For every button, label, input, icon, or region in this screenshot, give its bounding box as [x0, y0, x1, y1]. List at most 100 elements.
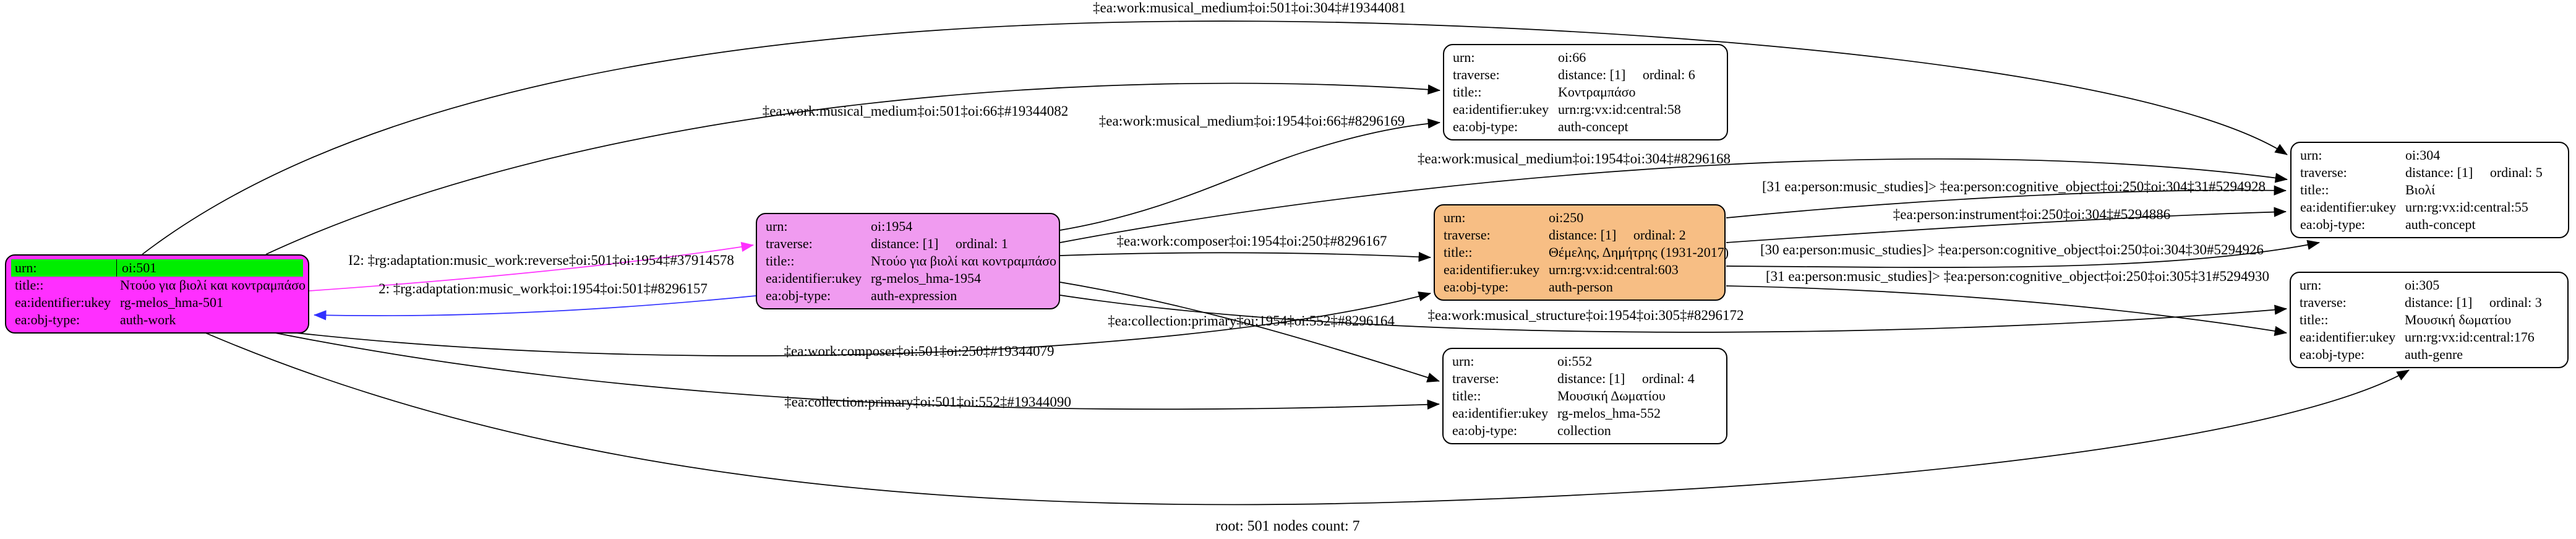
node-row-traverse: traverse: distance: [1] ordinal: 1 [757, 235, 1059, 252]
field-key: ea:obj-type: [766, 288, 831, 303]
node-row-title: title::Ντούο για βιολί και κοντραμπάσο [6, 277, 308, 294]
node-oi-1954: urn: oi:1954 traverse: distance: [1] ordin… [756, 213, 1060, 309]
edge-label-cognitive-object-250-304-31: [31 ea:person:music_studies]> ‡ea:person… [1762, 179, 2266, 194]
edge-label-musical-medium-1954-66: ‡ea:work:musical_medium‡oi:1954‡oi:66‡#8… [1098, 113, 1405, 129]
edge-1954-501-adaptation [313, 295, 756, 321]
node-row-traverse: traverse:distance: [1] ordinal: 3 [2291, 294, 2567, 311]
node-oi-305: urn: oi:305 traverse:distance: [1] ordina… [2290, 272, 2569, 368]
node-row-title: title::Μουσική δωματίου [2291, 311, 2567, 329]
field-key: title:: [1444, 244, 1473, 260]
edge-1954-66-musical-medium [1059, 118, 1441, 231]
field-value: auth-person [1549, 279, 1613, 295]
field-value: distance: [1] ordinal: 1 [871, 236, 1008, 251]
node-oi-501: urn:oi:501 title::Ντούο για βιολί και κο… [5, 254, 309, 334]
edge-501-1954-adaptation-reverse [309, 241, 755, 291]
field-value: rg-melos_hma-552 [1557, 405, 1661, 421]
field-value: urn:rg:vx:id:central:55 [2405, 199, 2528, 215]
edge-label-musical-medium-1954-304: ‡ea:work:musical_medium‡oi:1954‡oi:304‡#… [1418, 151, 1731, 166]
node-row-title: title::Μουσική Δωματίου [1444, 387, 1726, 405]
field-value: auth-expression [871, 288, 957, 303]
edge-label-musical-medium-501-66: ‡ea:work:musical_medium‡oi:501‡oi:66‡#19… [762, 103, 1069, 119]
node-row-urn: urn:oi:552 [1444, 353, 1726, 370]
node-row-title: title::Βιολί [2291, 181, 2568, 199]
node-row-objtype: ea:obj-type: auth-expression [757, 287, 1059, 304]
edge-501-66-musical-medium [265, 82, 1441, 255]
field-value: rg-melos_hma-1954 [871, 270, 982, 286]
node-row-urn: urn:oi:66 [1444, 49, 1727, 66]
edge-501-305-musical-form [203, 332, 2410, 506]
node-row-title: title::Θέμελης, Δημήτρης (1931-2017) [1435, 244, 1729, 261]
field-key: title:: [2300, 182, 2329, 197]
node-row-traverse: traverse:distance: [1] ordinal: 4 [1444, 370, 1726, 387]
field-value: oi:250 [1549, 210, 1584, 225]
edge-501-250-composer [290, 291, 1431, 356]
field-key: ea:obj-type: [2300, 347, 2365, 362]
node-oi-304: urn:oi:304 traverse:distance: [1] ordina… [2290, 142, 2569, 238]
field-key: title:: [2300, 312, 2329, 327]
node-row-objtype: ea:obj-type:auth-work [6, 311, 308, 329]
field-key: ea:identifier:ukey [766, 270, 862, 286]
field-key: title:: [1452, 388, 1481, 403]
field-key: ea:identifier:ukey [2300, 329, 2396, 345]
field-key: traverse: [1453, 67, 1500, 82]
edge-250-305-cognitive-object-31 [1726, 285, 2288, 336]
field-value: urn:rg:vx:id:central:58 [1558, 101, 1681, 117]
node-row-traverse: traverse: distance: [1] ordinal: 6 [1444, 66, 1727, 84]
node-row-identifier: ea:identifier:ukey urn:rg:vx:id:central:5… [2291, 199, 2568, 216]
node-row-objtype: ea:obj-type:auth-concept [1444, 118, 1727, 136]
field-key: ea:obj-type: [1444, 279, 1509, 295]
field-key: title:: [15, 277, 44, 293]
field-key: traverse: [1452, 371, 1499, 386]
node-row-traverse: traverse:distance: [1] ordinal: 2 [1435, 226, 1724, 244]
node-row-objtype: ea:obj-type:auth-genre [2291, 346, 2567, 363]
node-row-objtype: ea:obj-type: auth-person [1435, 278, 1724, 296]
field-key: ea:identifier:ukey [15, 295, 111, 310]
edge-label-composer-501-250: ‡ea:work:composer‡oi:501‡oi:250‡#1934407… [784, 343, 1055, 359]
node-row-objtype: ea:obj-type: auth-concept [2291, 216, 2568, 233]
field-key: traverse: [766, 236, 813, 251]
field-key: urn: [2300, 277, 2322, 293]
node-row-title: title::Ντούο για βιολί και κοντραμπάσο [757, 252, 1059, 270]
node-oi-250: urn:oi:250 traverse:distance: [1] ordina… [1434, 204, 1729, 301]
field-key: traverse: [2300, 165, 2347, 180]
field-value: oi:1954 [871, 218, 913, 234]
node-row-urn: urn: oi:1954 [757, 218, 1059, 235]
field-key: ea:obj-type: [2300, 217, 2366, 232]
field-value: urn:rg:vx:id:central:603 [1549, 262, 1679, 277]
field-value: oi:305 [2405, 277, 2440, 293]
field-value: auth-work [120, 312, 176, 327]
edge-label-musical-medium-501-304: ‡ea:work:musical_medium‡oi:501‡oi:304‡#1… [1093, 0, 1406, 15]
edge-label-composer-1954-250: ‡ea:work:composer‡oi:1954‡oi:250‡#829616… [1116, 233, 1387, 249]
field-value: oi:552 [1557, 353, 1593, 369]
field-value: Μουσική δωματίου [2405, 312, 2512, 327]
field-key: ea:identifier:ukey [2300, 199, 2397, 215]
edge-label-collection-primary-1954-552: ‡ea:collection:primary‡oi:1954‡oi:552‡#8… [1108, 313, 1395, 329]
node-oi-552: urn:oi:552 traverse:distance: [1] ordina… [1442, 348, 1727, 444]
field-value: distance: [1] ordinal: 6 [1558, 67, 1695, 82]
edge-250-304-cognitive-object-30 [1726, 239, 2321, 268]
edge-501-304-musical-medium [142, 20, 2288, 255]
field-value: auth-concept [2405, 217, 2476, 232]
edge-1954-304-musical-medium [1059, 158, 2288, 243]
graph-footer-label: root: 501 nodes count: 7 [1215, 518, 1360, 535]
field-value: Θέμελης, Δημήτρης (1931-2017) [1549, 244, 1729, 260]
field-value: oi:501 [122, 260, 157, 275]
edge-250-304-instrument [1726, 207, 2287, 243]
field-key: traverse: [2300, 295, 2347, 310]
node-row-title: title::Κοντραμπάσο [1444, 84, 1727, 101]
field-key: title:: [1453, 84, 1482, 100]
field-key: urn: [766, 218, 788, 234]
field-value: Βιολί [2405, 182, 2436, 197]
edge-label-instrument-250-304: ‡ea:person:instrument‡oi:250‡oi:304‡#529… [1893, 207, 2171, 222]
edge-label-musical-structure-1954-305: ‡ea:work:musical_structure‡oi:1954‡oi:30… [1427, 308, 1744, 323]
field-value: collection [1557, 423, 1611, 438]
field-key: title:: [766, 253, 795, 269]
field-value: auth-concept [1558, 119, 1628, 134]
node-oi-66: urn:oi:66 traverse: distance: [1] ordinal… [1443, 44, 1728, 140]
